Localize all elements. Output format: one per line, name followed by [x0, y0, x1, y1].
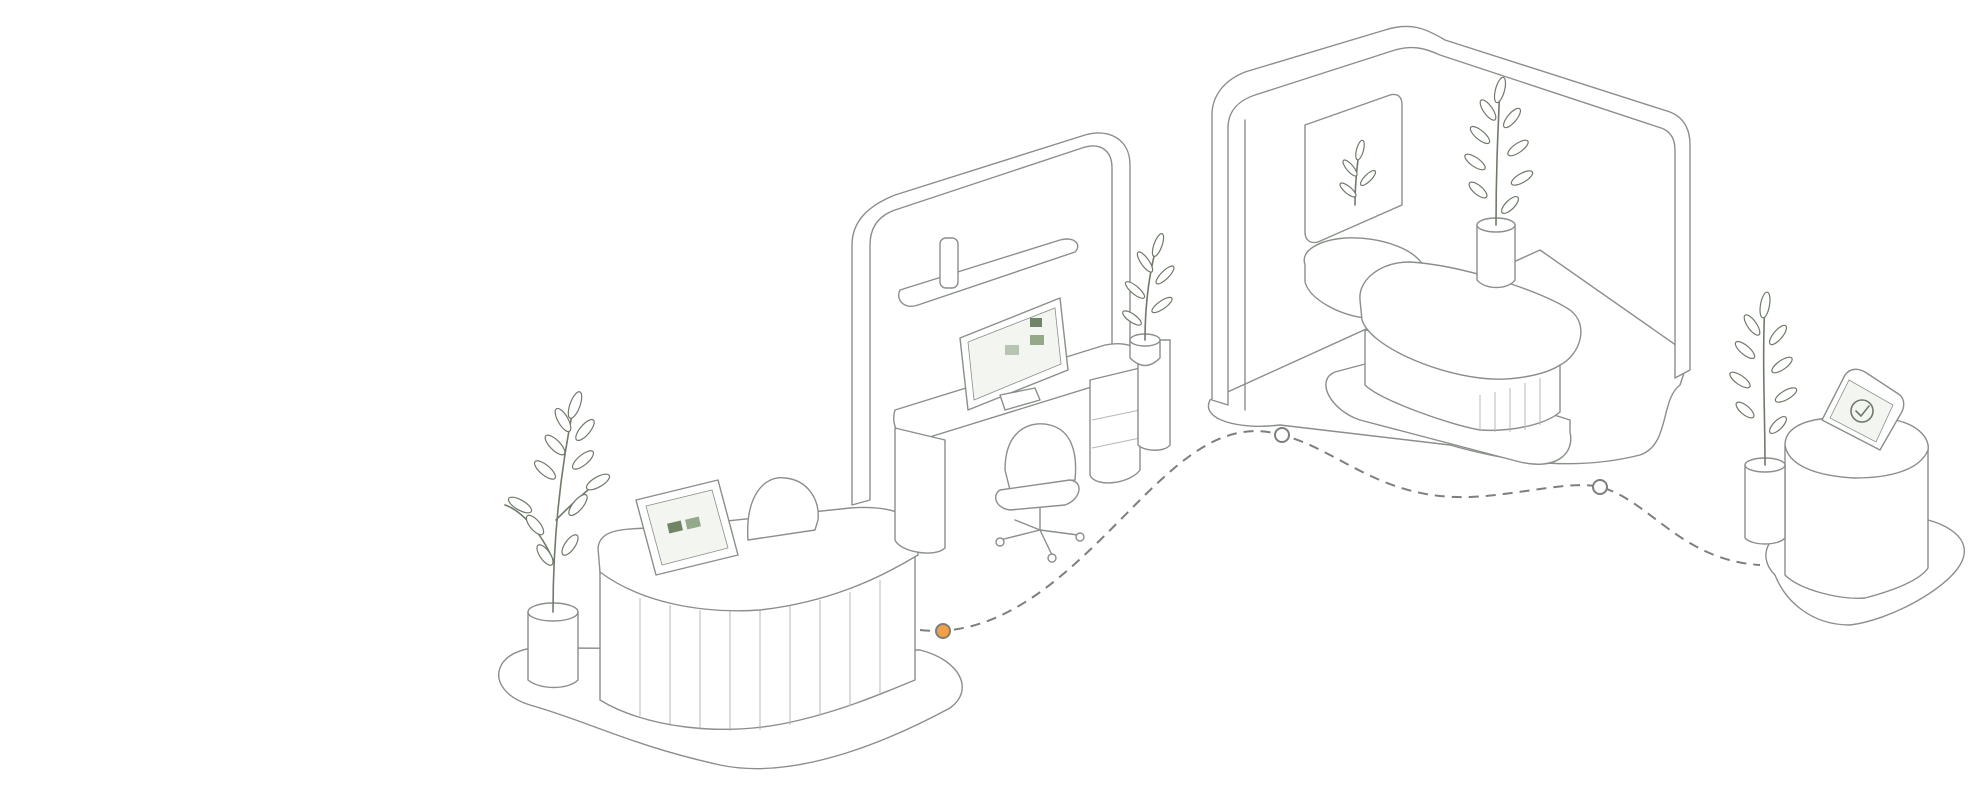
reception-tablet — [635, 479, 739, 576]
consultation-wall — [851, 132, 1131, 506]
checkout-plant — [1729, 291, 1798, 545]
treatment-bed-headrest — [1303, 237, 1426, 319]
checkout-station — [1729, 291, 1966, 626]
kiosk-top — [1784, 417, 1929, 479]
shelf-vase — [939, 237, 959, 289]
current-step-marker — [935, 623, 951, 639]
journey-path — [919, 427, 1761, 639]
check-circle-icon — [1850, 399, 1874, 423]
treatment-plant — [1464, 76, 1534, 289]
kiosk-tablet — [1821, 368, 1905, 451]
consultation-monitor — [959, 297, 1069, 411]
reception-desk-slats — [639, 580, 881, 731]
consultation-desk-drawers — [1089, 367, 1141, 484]
consultation-desk-left-leg — [894, 427, 946, 554]
reception-station — [498, 391, 963, 770]
step-marker-2 — [1274, 427, 1290, 443]
treatment-station — [1207, 25, 1691, 465]
consultation-plant — [1122, 233, 1175, 451]
dashed-route-line — [919, 430, 1761, 632]
kiosk-body — [1784, 444, 1929, 599]
treatment-bed-cushion — [1359, 261, 1582, 380]
reception-chair-back — [747, 477, 819, 541]
consultation-station — [851, 132, 1175, 563]
consultation-shelf — [898, 238, 1079, 307]
office-chair — [994, 423, 1085, 563]
treatment-wall — [1211, 25, 1691, 406]
reception-plant — [504, 391, 611, 689]
step-marker-3 — [1592, 479, 1608, 495]
